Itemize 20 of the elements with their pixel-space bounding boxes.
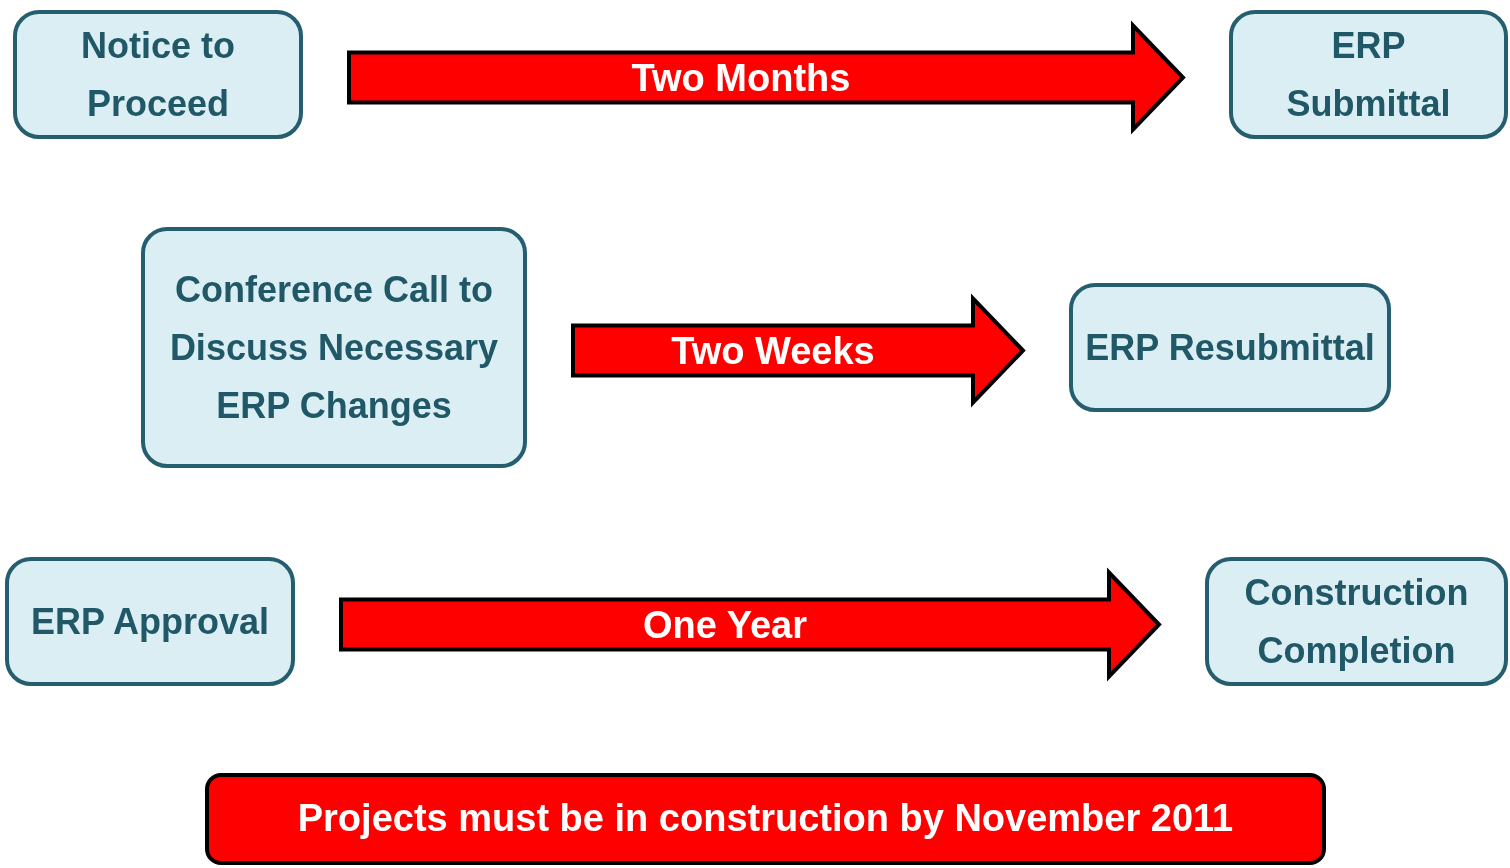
box-text: Conference Call to Discuss Necessary ERP Changes — [168, 267, 500, 428]
box-text: ERP Resubmittal — [1085, 325, 1375, 370]
edge-label: Two Months — [631, 55, 851, 101]
banner-text: Projects must be in construction by November 2011 — [297, 796, 1234, 842]
process-box — [13, 10, 303, 139]
process-box — [1229, 10, 1508, 139]
process-box — [1069, 283, 1391, 412]
block-arrow — [347, 20, 1186, 135]
box-text: ERP Approval — [30, 599, 270, 644]
edge-label: One Year — [642, 602, 808, 648]
block-arrow — [339, 567, 1162, 682]
box-text: Construction Completion — [1243, 570, 1470, 673]
deadline-banner — [205, 773, 1326, 865]
process-box — [141, 227, 527, 468]
box-text: Notice to Proceed — [80, 23, 236, 126]
edge-label: Two Weeks — [671, 328, 875, 374]
process-box — [1205, 557, 1508, 686]
process-box — [5, 557, 295, 686]
box-text: ERP Submittal — [1285, 23, 1452, 126]
block-arrow — [571, 293, 1026, 408]
